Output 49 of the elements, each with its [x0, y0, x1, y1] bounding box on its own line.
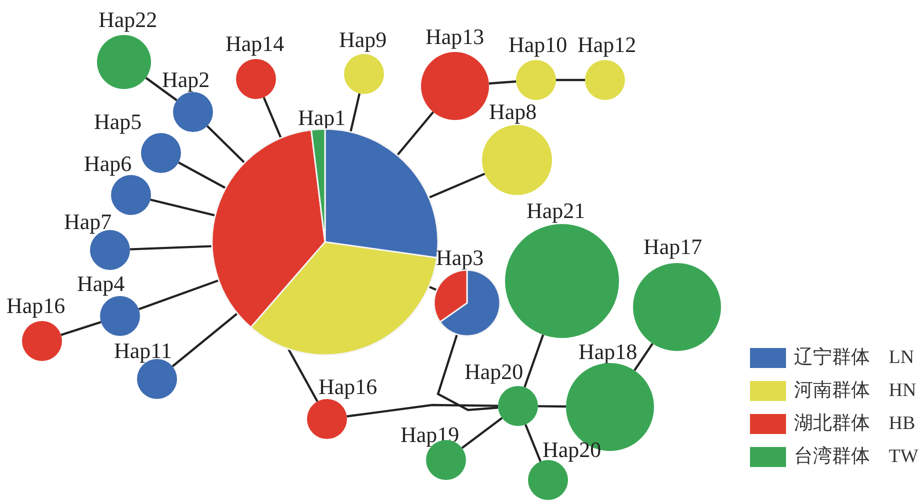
haplotype-label: Hap20 — [464, 361, 524, 383]
haplotype-label: Hap21 — [526, 200, 586, 222]
connector-line — [634, 342, 654, 372]
connector-line — [524, 424, 542, 462]
legend-label: 辽宁群体 LN — [794, 347, 914, 369]
haplotype-label: Hap3 — [436, 247, 484, 269]
haplotype-label: Hap2 — [162, 69, 210, 91]
haplotype-label: Hap13 — [426, 26, 484, 48]
connector-line — [150, 198, 216, 216]
legend-label: 河南群体 HN — [794, 380, 916, 402]
connector-line — [538, 405, 566, 408]
haplotype-label: Hap18 — [578, 341, 638, 363]
connector-line — [556, 78, 585, 82]
connector-line — [488, 80, 516, 85]
connector-line — [524, 334, 544, 388]
connector-line — [346, 404, 498, 418]
connector-line — [461, 417, 503, 449]
haplotype-label: Hap4 — [77, 273, 125, 295]
connector-line — [288, 348, 318, 402]
connector-line — [396, 111, 434, 156]
connector-line — [436, 334, 498, 412]
haplotype-label: Hap5 — [94, 111, 142, 133]
legend-label: 湖北群体 HB — [794, 413, 916, 435]
haplotype-label: Hap20 — [542, 439, 602, 461]
haplotype-label: Hap12 — [578, 34, 636, 56]
haplotype-label: Hap7 — [64, 211, 112, 233]
haplotype-label: Hap1 — [298, 107, 346, 129]
connector-line — [178, 162, 226, 190]
haplotype-label: Hap11 — [114, 340, 172, 362]
haplotype-label: Hap19 — [400, 424, 460, 446]
connector-line — [262, 96, 282, 138]
haplotype-label: Hap16 — [318, 376, 378, 398]
haplotype-label: Hap6 — [84, 153, 132, 175]
connector-line — [60, 321, 102, 336]
haplotype-label: Hap22 — [98, 9, 158, 31]
connector-line — [428, 172, 486, 199]
haplotype-label: Hap17 — [644, 236, 702, 258]
haplotype-label: Hap14 — [226, 33, 284, 55]
haplotype-label: Hap16 — [6, 295, 66, 317]
haplotype-label: Hap8 — [489, 101, 537, 123]
legend-label: 台湾群体 TW — [794, 446, 918, 468]
connector-line — [138, 279, 220, 310]
connector-line — [172, 312, 238, 368]
connector-line — [206, 125, 246, 164]
haplotype-label: Hap10 — [508, 34, 568, 56]
connector-line — [145, 76, 178, 102]
connector-line — [350, 93, 361, 132]
connector-line — [130, 245, 212, 250]
haplotype-label: Hap9 — [339, 29, 387, 51]
